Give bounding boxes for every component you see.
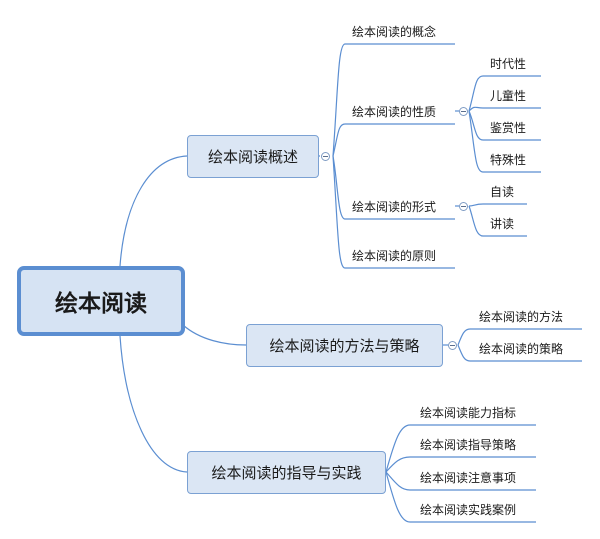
connector-xs-1 [468, 203, 527, 207]
connector-root-branch-3 [119, 335, 188, 473]
connector-root-branch-1 [119, 155, 188, 267]
connector-b3-c3 [385, 471, 536, 491]
topic-principles[interactable]: 绘本阅读的原则 [352, 249, 437, 263]
topic-precautions[interactable]: 绘本阅读注意事项 [420, 471, 517, 485]
collapse-toggle-icon[interactable] [459, 202, 468, 211]
topic-concept[interactable]: 绘本阅读的概念 [352, 25, 437, 39]
connector-xz-3 [468, 110, 541, 141]
topic-ability-indicators[interactable]: 绘本阅读能力指标 [420, 406, 517, 420]
topic-strategies[interactable]: 绘本阅读的策略 [479, 342, 564, 356]
connector-b1-c3 [332, 155, 455, 220]
connector-xz-2 [468, 106, 541, 112]
connector-root-branch-2 [182, 324, 247, 346]
connector-b1-c2 [332, 123, 455, 157]
topic-form-self-read[interactable]: 自读 [490, 185, 515, 199]
connector-b3-c4 [385, 471, 536, 523]
connector-b3-c1 [385, 424, 536, 473]
topic-nature[interactable]: 绘本阅读的性质 [352, 105, 437, 119]
topic-methods[interactable]: 绘本阅读的方法 [479, 310, 564, 324]
root-node[interactable]: 绘本阅读 [17, 266, 185, 336]
branch-overview[interactable]: 绘本阅读概述 [187, 135, 319, 178]
topic-guidance-strategies[interactable]: 绘本阅读指导策略 [420, 438, 517, 452]
connector-b2-c1 [457, 328, 582, 346]
topic-form-read-aloud[interactable]: 讲读 [490, 217, 515, 231]
topic-nature-era[interactable]: 时代性 [490, 57, 527, 71]
branch-guidance[interactable]: 绘本阅读的指导与实践 [187, 451, 386, 494]
connector-b1-c1 [332, 43, 455, 157]
topic-practice-cases[interactable]: 绘本阅读实践案例 [420, 503, 517, 517]
connector-xs-2 [468, 205, 527, 237]
topic-nature-appreciation[interactable]: 鉴赏性 [490, 121, 527, 135]
connector-b1-c4 [332, 155, 455, 269]
connector-b2-c2 [457, 344, 582, 362]
topic-nature-special[interactable]: 特殊性 [490, 153, 527, 167]
topic-form[interactable]: 绘本阅读的形式 [352, 200, 437, 214]
collapse-toggle-icon[interactable] [321, 152, 330, 161]
collapse-toggle-icon[interactable] [459, 107, 468, 116]
branch-methods[interactable]: 绘本阅读的方法与策略 [246, 324, 443, 367]
topic-nature-childlike[interactable]: 儿童性 [490, 89, 527, 103]
connector-xz-4 [468, 110, 541, 173]
collapse-toggle-icon[interactable] [448, 341, 457, 350]
connector-b3-c2 [385, 456, 536, 473]
connector-xz-1 [468, 75, 541, 112]
